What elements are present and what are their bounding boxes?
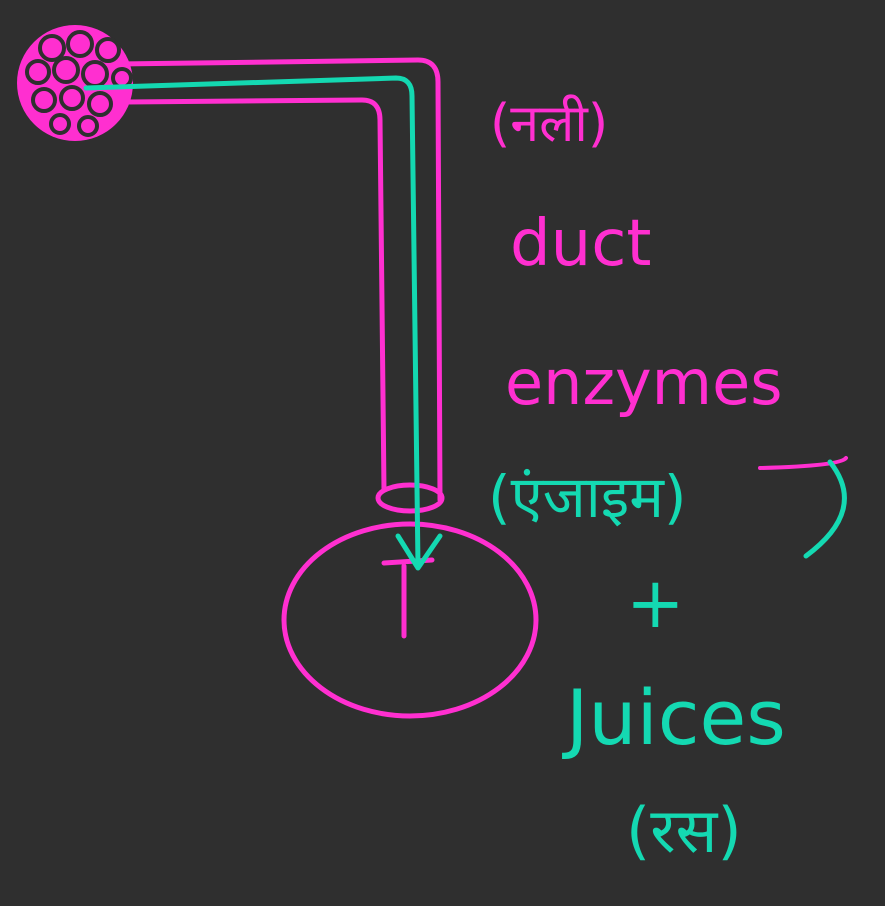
juices-hindi-label: (रस): [626, 794, 742, 867]
duct-opening: [375, 482, 445, 514]
enzymes-label: enzymes: [505, 346, 783, 419]
duct-hindi-label: (नली): [490, 94, 609, 154]
duct-label: duct: [510, 207, 652, 281]
gland-circle: [17, 25, 133, 141]
organ-circle: [281, 521, 539, 719]
secretion-flow-arrow: [83, 75, 443, 571]
arrow-head-icon: [395, 533, 443, 571]
enzymes-hindi-label: (एंजाइम): [488, 463, 687, 531]
juices-label: Juices: [566, 673, 786, 762]
duct-outer-wall: [117, 57, 443, 503]
duct-tube: [117, 57, 443, 503]
duct-inner-wall: [119, 97, 387, 493]
organ-inner-mark: [381, 557, 435, 639]
enzymes-underline: [758, 456, 848, 470]
plus-sign: +: [626, 562, 685, 644]
enzymes-bracket: [803, 459, 847, 559]
